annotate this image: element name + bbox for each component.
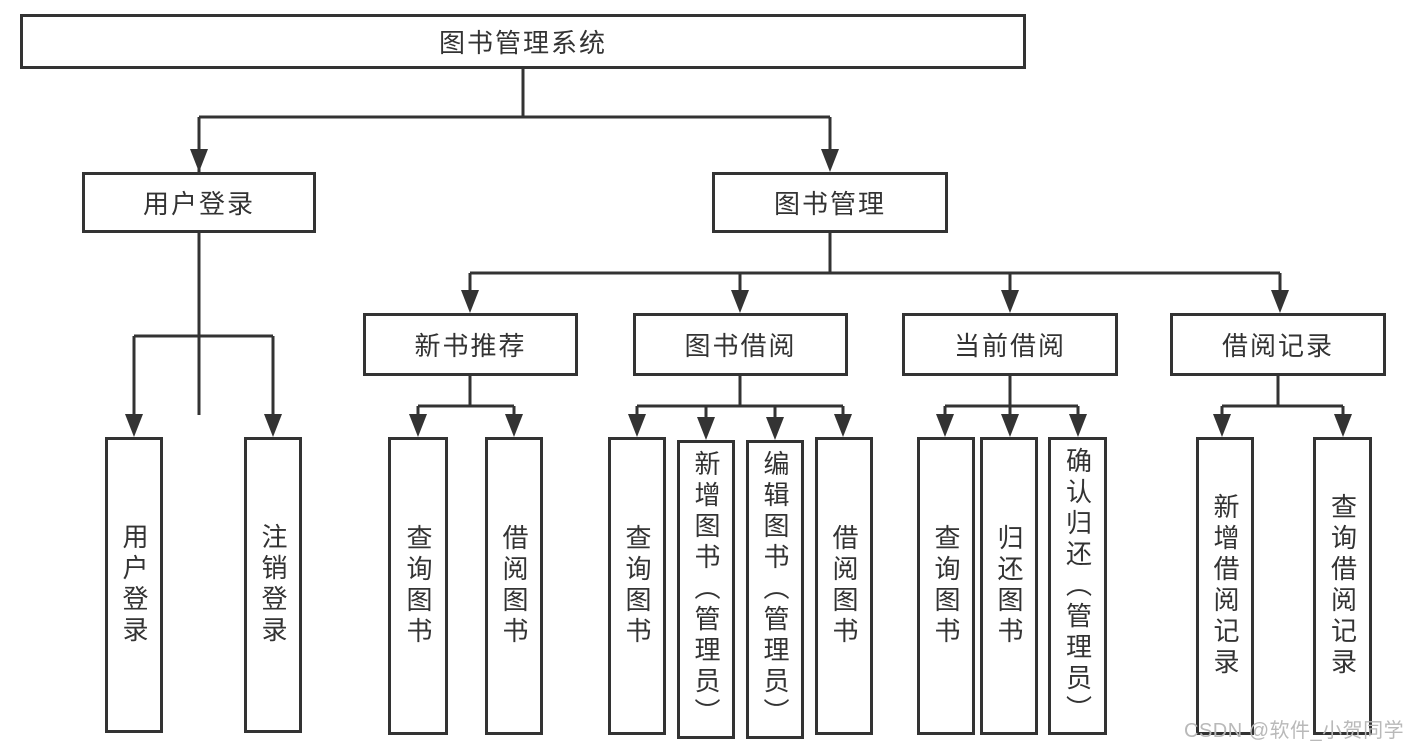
csdn-watermark: CSDN @软件_小贺同学	[1184, 720, 1405, 742]
node-new-book-recommend-label: 新书推荐	[414, 331, 527, 361]
node-book-management: 图书管理	[712, 172, 948, 233]
node-user-login-group: 用户登录	[82, 172, 316, 233]
node-return-book-label: 归还图书	[994, 524, 1024, 648]
node-edit-book-admin: 编辑图书（管理员）	[746, 440, 804, 739]
node-query-books-current-label: 查询图书	[931, 524, 961, 648]
node-current-borrow: 当前借阅	[902, 313, 1118, 376]
node-query-borrow-record: 查询借阅记录	[1313, 437, 1372, 735]
node-borrow-books-leaf: 借阅图书	[815, 437, 873, 735]
node-library-management-system-label: 图书管理系统	[438, 28, 607, 58]
node-confirm-return-admin-label: 确认归还（管理员）	[1062, 446, 1093, 726]
node-library-management-system: 图书管理系统	[20, 14, 1026, 69]
node-borrow-books-recommend-label: 借阅图书	[499, 524, 529, 648]
node-return-book: 归还图书	[980, 437, 1038, 735]
node-new-book-recommend: 新书推荐	[363, 313, 578, 376]
node-query-books-recommend-label: 查询图书	[403, 524, 433, 648]
node-user-login-group-label: 用户登录	[142, 189, 255, 219]
node-query-books-borrow-label: 查询图书	[622, 524, 652, 648]
node-edit-book-admin-label: 编辑图书（管理员）	[760, 450, 790, 729]
node-book-management-label: 图书管理	[773, 189, 886, 219]
node-borrow-books-leaf-label: 借阅图书	[829, 524, 859, 648]
node-book-borrow-label: 图书借阅	[684, 331, 797, 361]
node-query-books-recommend: 查询图书	[388, 437, 448, 735]
node-borrow-records: 借阅记录	[1170, 313, 1386, 376]
node-query-books-current: 查询图书	[917, 437, 975, 735]
node-user-login-leaf: 用户登录	[105, 437, 163, 733]
node-confirm-return-admin: 确认归还（管理员）	[1048, 437, 1107, 735]
node-logout: 注销登录	[244, 437, 302, 733]
node-book-borrow: 图书借阅	[633, 313, 848, 376]
node-add-borrow-record-label: 新增借阅记录	[1210, 493, 1240, 679]
node-add-book-admin: 新增图书（管理员）	[677, 440, 735, 739]
node-query-borrow-record-label: 查询借阅记录	[1327, 493, 1358, 679]
node-borrow-books-recommend: 借阅图书	[485, 437, 543, 735]
node-borrow-records-label: 借阅记录	[1221, 331, 1334, 361]
node-current-borrow-label: 当前借阅	[953, 331, 1066, 361]
node-user-login-leaf-label: 用户登录	[119, 523, 149, 647]
node-add-book-admin-label: 新增图书（管理员）	[691, 450, 721, 729]
node-logout-label: 注销登录	[258, 523, 288, 647]
node-query-books-borrow: 查询图书	[608, 437, 666, 735]
node-add-borrow-record: 新增借阅记录	[1196, 437, 1254, 735]
